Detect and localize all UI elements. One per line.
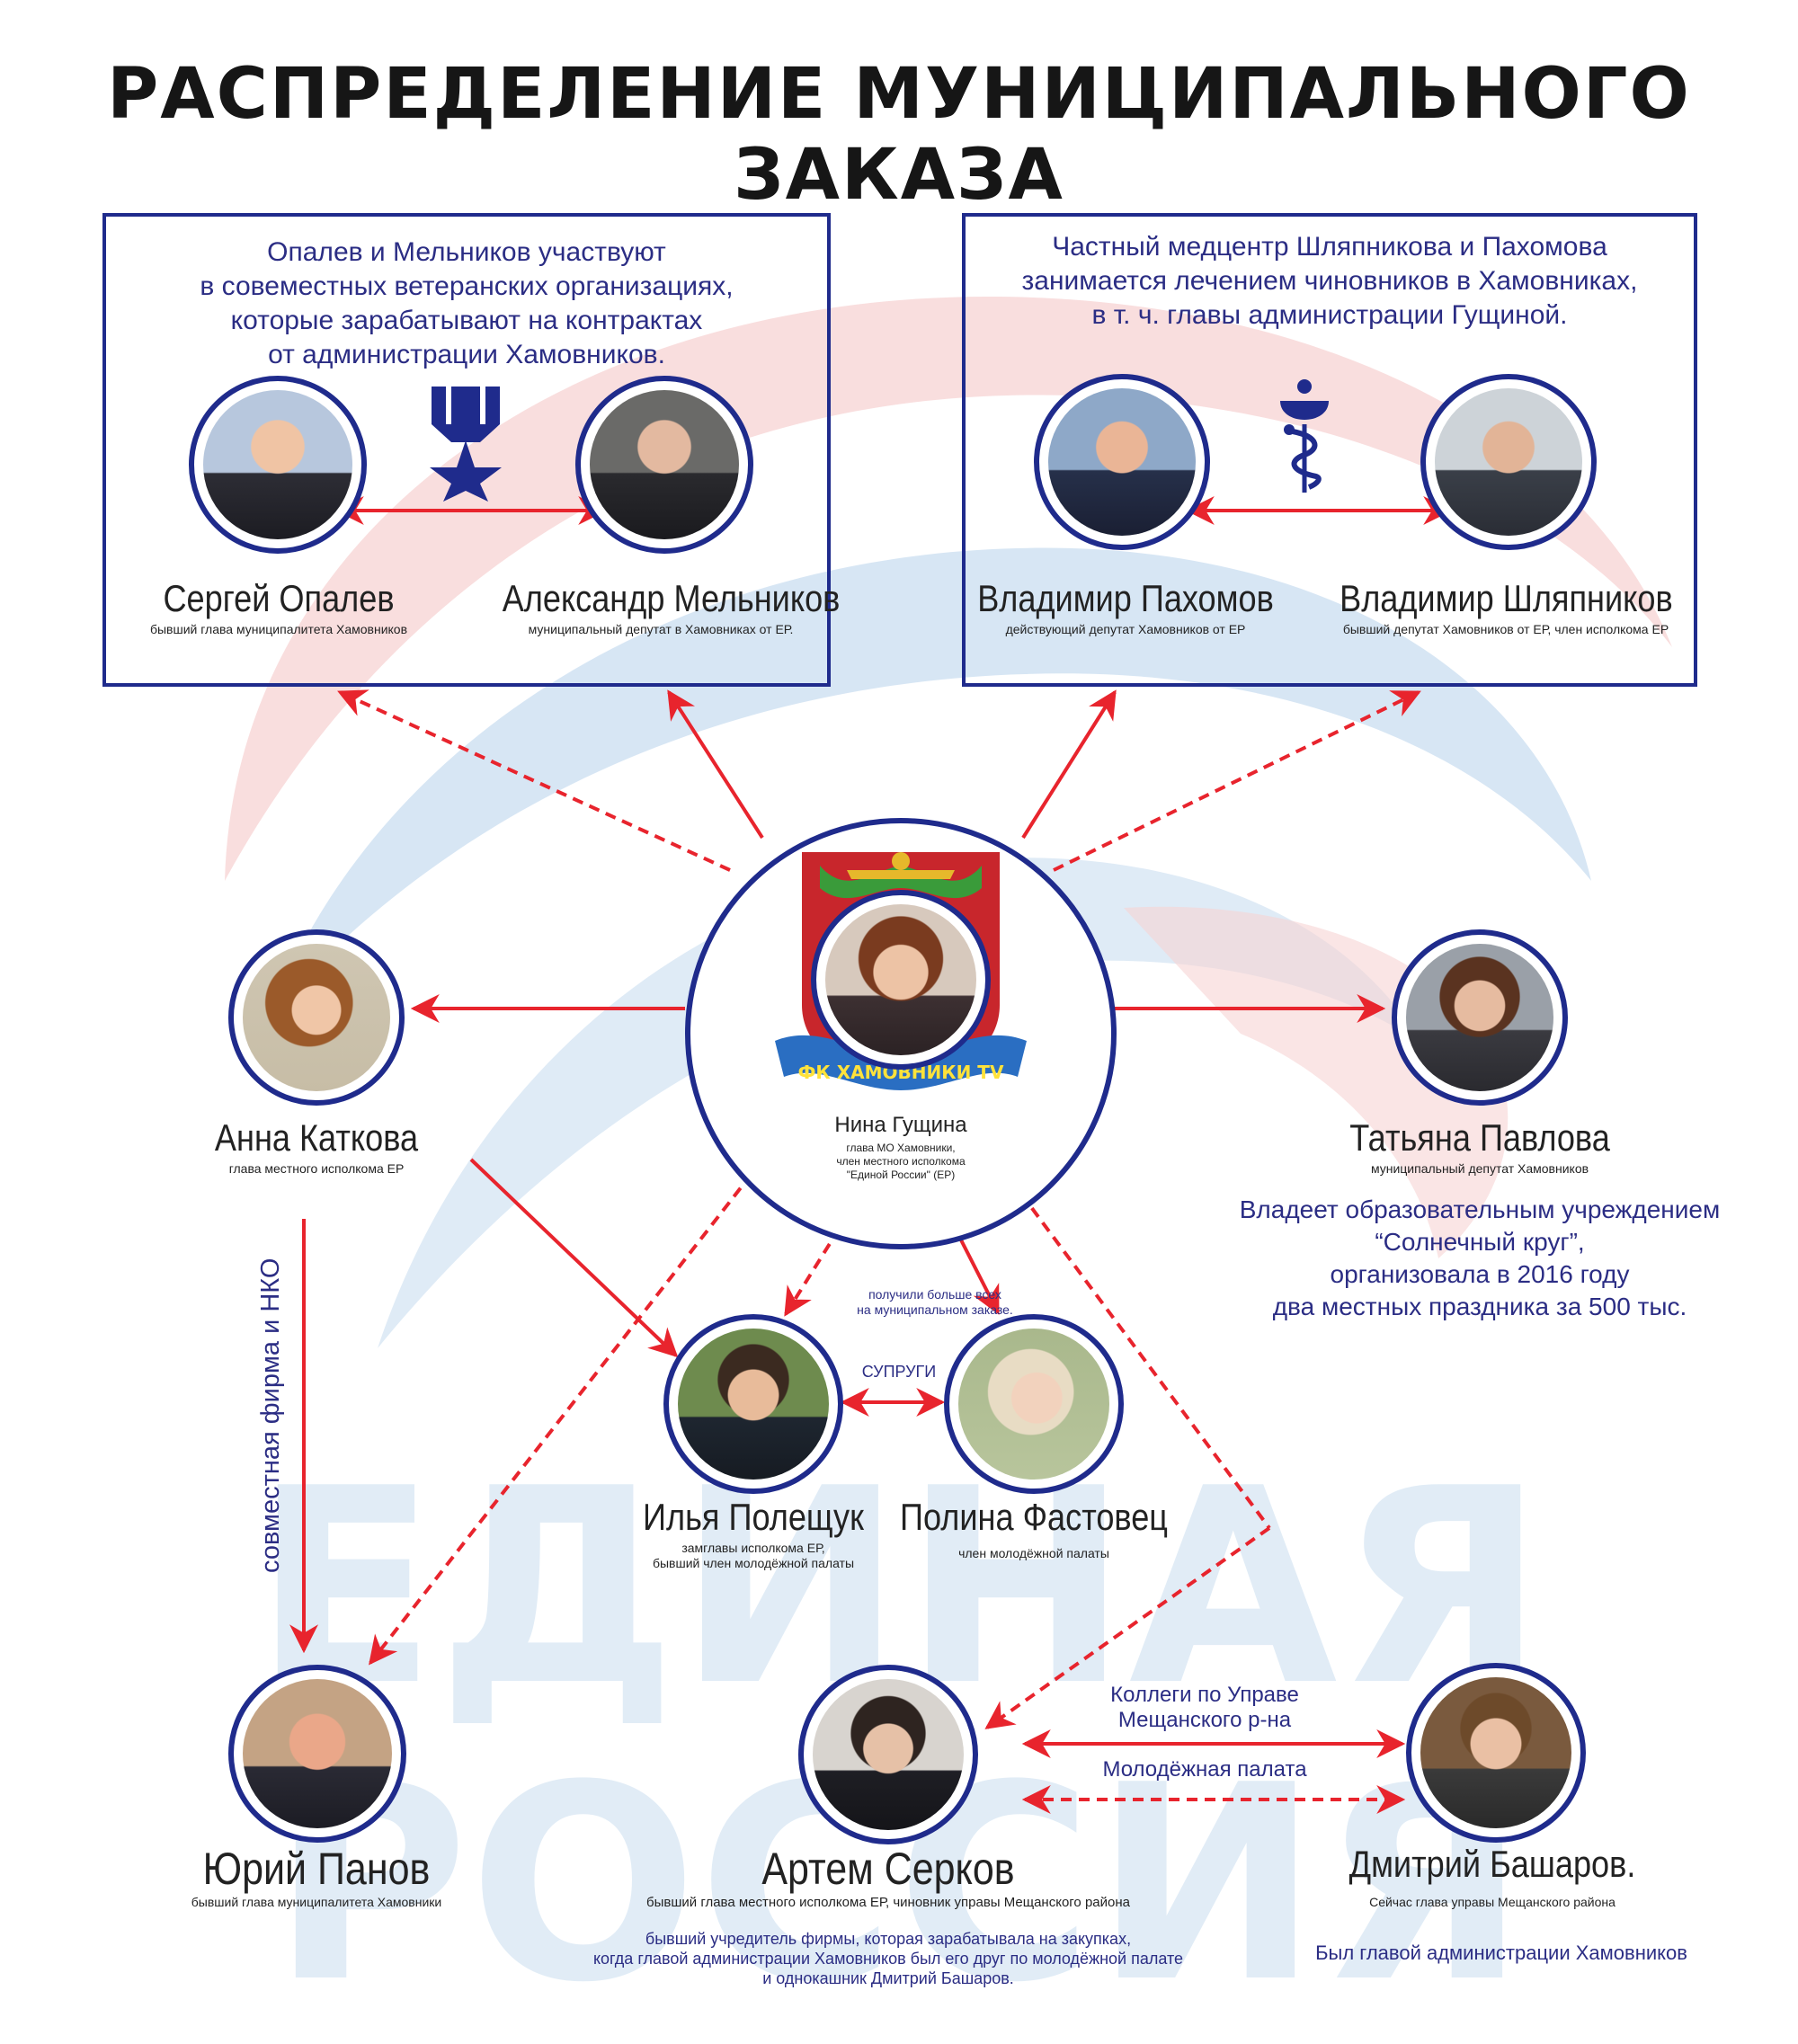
pakhomov-role: действующий депутат Хамовников от ЕР [1005,622,1246,636]
opalev-role: бывший глава муниципалитета Хамовников [149,622,408,636]
arrow-center-box-right [1021,689,1117,840]
basharov-role: Сейчас глава управы Мещанского района [1369,1895,1616,1909]
melnikov-name: Александр Мельников [502,577,841,619]
caduceus-icon [1280,379,1329,493]
arrow-center-box-left [667,689,764,840]
guschina-role: глава МО Хамовники, член местного исполк… [836,1142,966,1181]
arrow-center-box-left-dashed [337,689,731,872]
joint-firm-label: совместная фирма и НКО [256,1258,285,1573]
pakhomov-name: Владимир Пахомов [977,577,1274,619]
arrow-katkova-poleschuk [469,1158,679,1358]
avatar-pakhomov [1034,374,1210,550]
serkov-name: Артем Серков [761,1844,1015,1894]
avatar-pavlova [1392,929,1568,1106]
panov-role: бывший глава муниципалитета Хамовники [191,1895,442,1909]
avatar-poleschuk [663,1314,843,1494]
avatar-fastovets [944,1314,1124,1494]
avatar-katkova [228,929,405,1106]
shlyapnikov-role: бывший депутат Хамовников от ЕР, член ис… [1342,622,1669,636]
katkova-role: глава местного исполкома ЕР [228,1161,405,1176]
arrow-bend-serkov-dashed [984,1526,1271,1729]
box-medcenter [962,213,1697,687]
katkova-name: Анна Каткова [214,1116,419,1159]
arrow-center-box-right-dashed [1053,690,1421,872]
spouses-label: СУПРУГИ [861,1363,937,1381]
basharov-name: Дмитрий Башаров. [1348,1843,1636,1885]
guschina-name: Нина Гущина [834,1113,967,1137]
avatar-opalev [189,376,367,554]
arrow-center-bend-dashed [1009,1178,1271,1530]
poleschuk-role: замглавы исполкома ЕР, бывший член молод… [652,1541,855,1570]
avatar-panov [228,1665,406,1843]
serkov-role: бывший глава местного исполкома ЕР, чино… [646,1895,1130,1910]
panov-name: Юрий Панов [202,1844,431,1894]
serkov-note: бывший учредитель фирмы, которая зарабат… [592,1930,1184,1987]
avatar-guschina [811,890,991,1070]
arrow-center-panov-dashed [369,1172,753,1666]
shlyapnikov-name: Владимир Шляпников [1340,577,1673,619]
avatar-melnikov [575,376,753,554]
medal-star-icon [430,387,502,502]
opalev-name: Сергей Опалев [163,577,395,619]
poleschuk-name: Илья Полещук [643,1496,864,1538]
fastovets-role: член молодёжной палаты [958,1546,1109,1560]
avatar-serkov [798,1665,978,1844]
pavlova-name: Татьяна Павлова [1349,1116,1610,1159]
box-veterans-text: Опалев и Мельников участвуют в совеместн… [200,237,734,369]
box-veterans [102,213,831,687]
most-orders-note: получили больше всех на муниципальном за… [857,1287,1013,1317]
pavlova-note: Владеет образовательным учреждением “Сол… [1239,1195,1721,1320]
box-medcenter-text: Частный медцентр Шляпникова и Пахомова з… [1021,232,1638,330]
basharov-note: Был главой администрации Хамовников [1315,1942,1687,1964]
colleagues-label: Коллеги по Управе Мещанского р-на [1110,1683,1299,1732]
fastovets-name: Полина Фастовец [900,1496,1168,1538]
melnikov-role: муниципальный депутат в Хамовниках от ЕР… [528,622,794,636]
youth-chamber-label: Молодёжная палата [1102,1757,1307,1782]
avatar-shlyapnikov [1420,374,1597,550]
page-title: РАСПРЕДЕЛЕНИЕ МУНИЦИПАЛЬНОГО ЗАКАЗА [107,54,1691,216]
pavlova-role: муниципальный депутат Хамовников [1370,1161,1589,1176]
avatar-basharov [1406,1663,1586,1843]
